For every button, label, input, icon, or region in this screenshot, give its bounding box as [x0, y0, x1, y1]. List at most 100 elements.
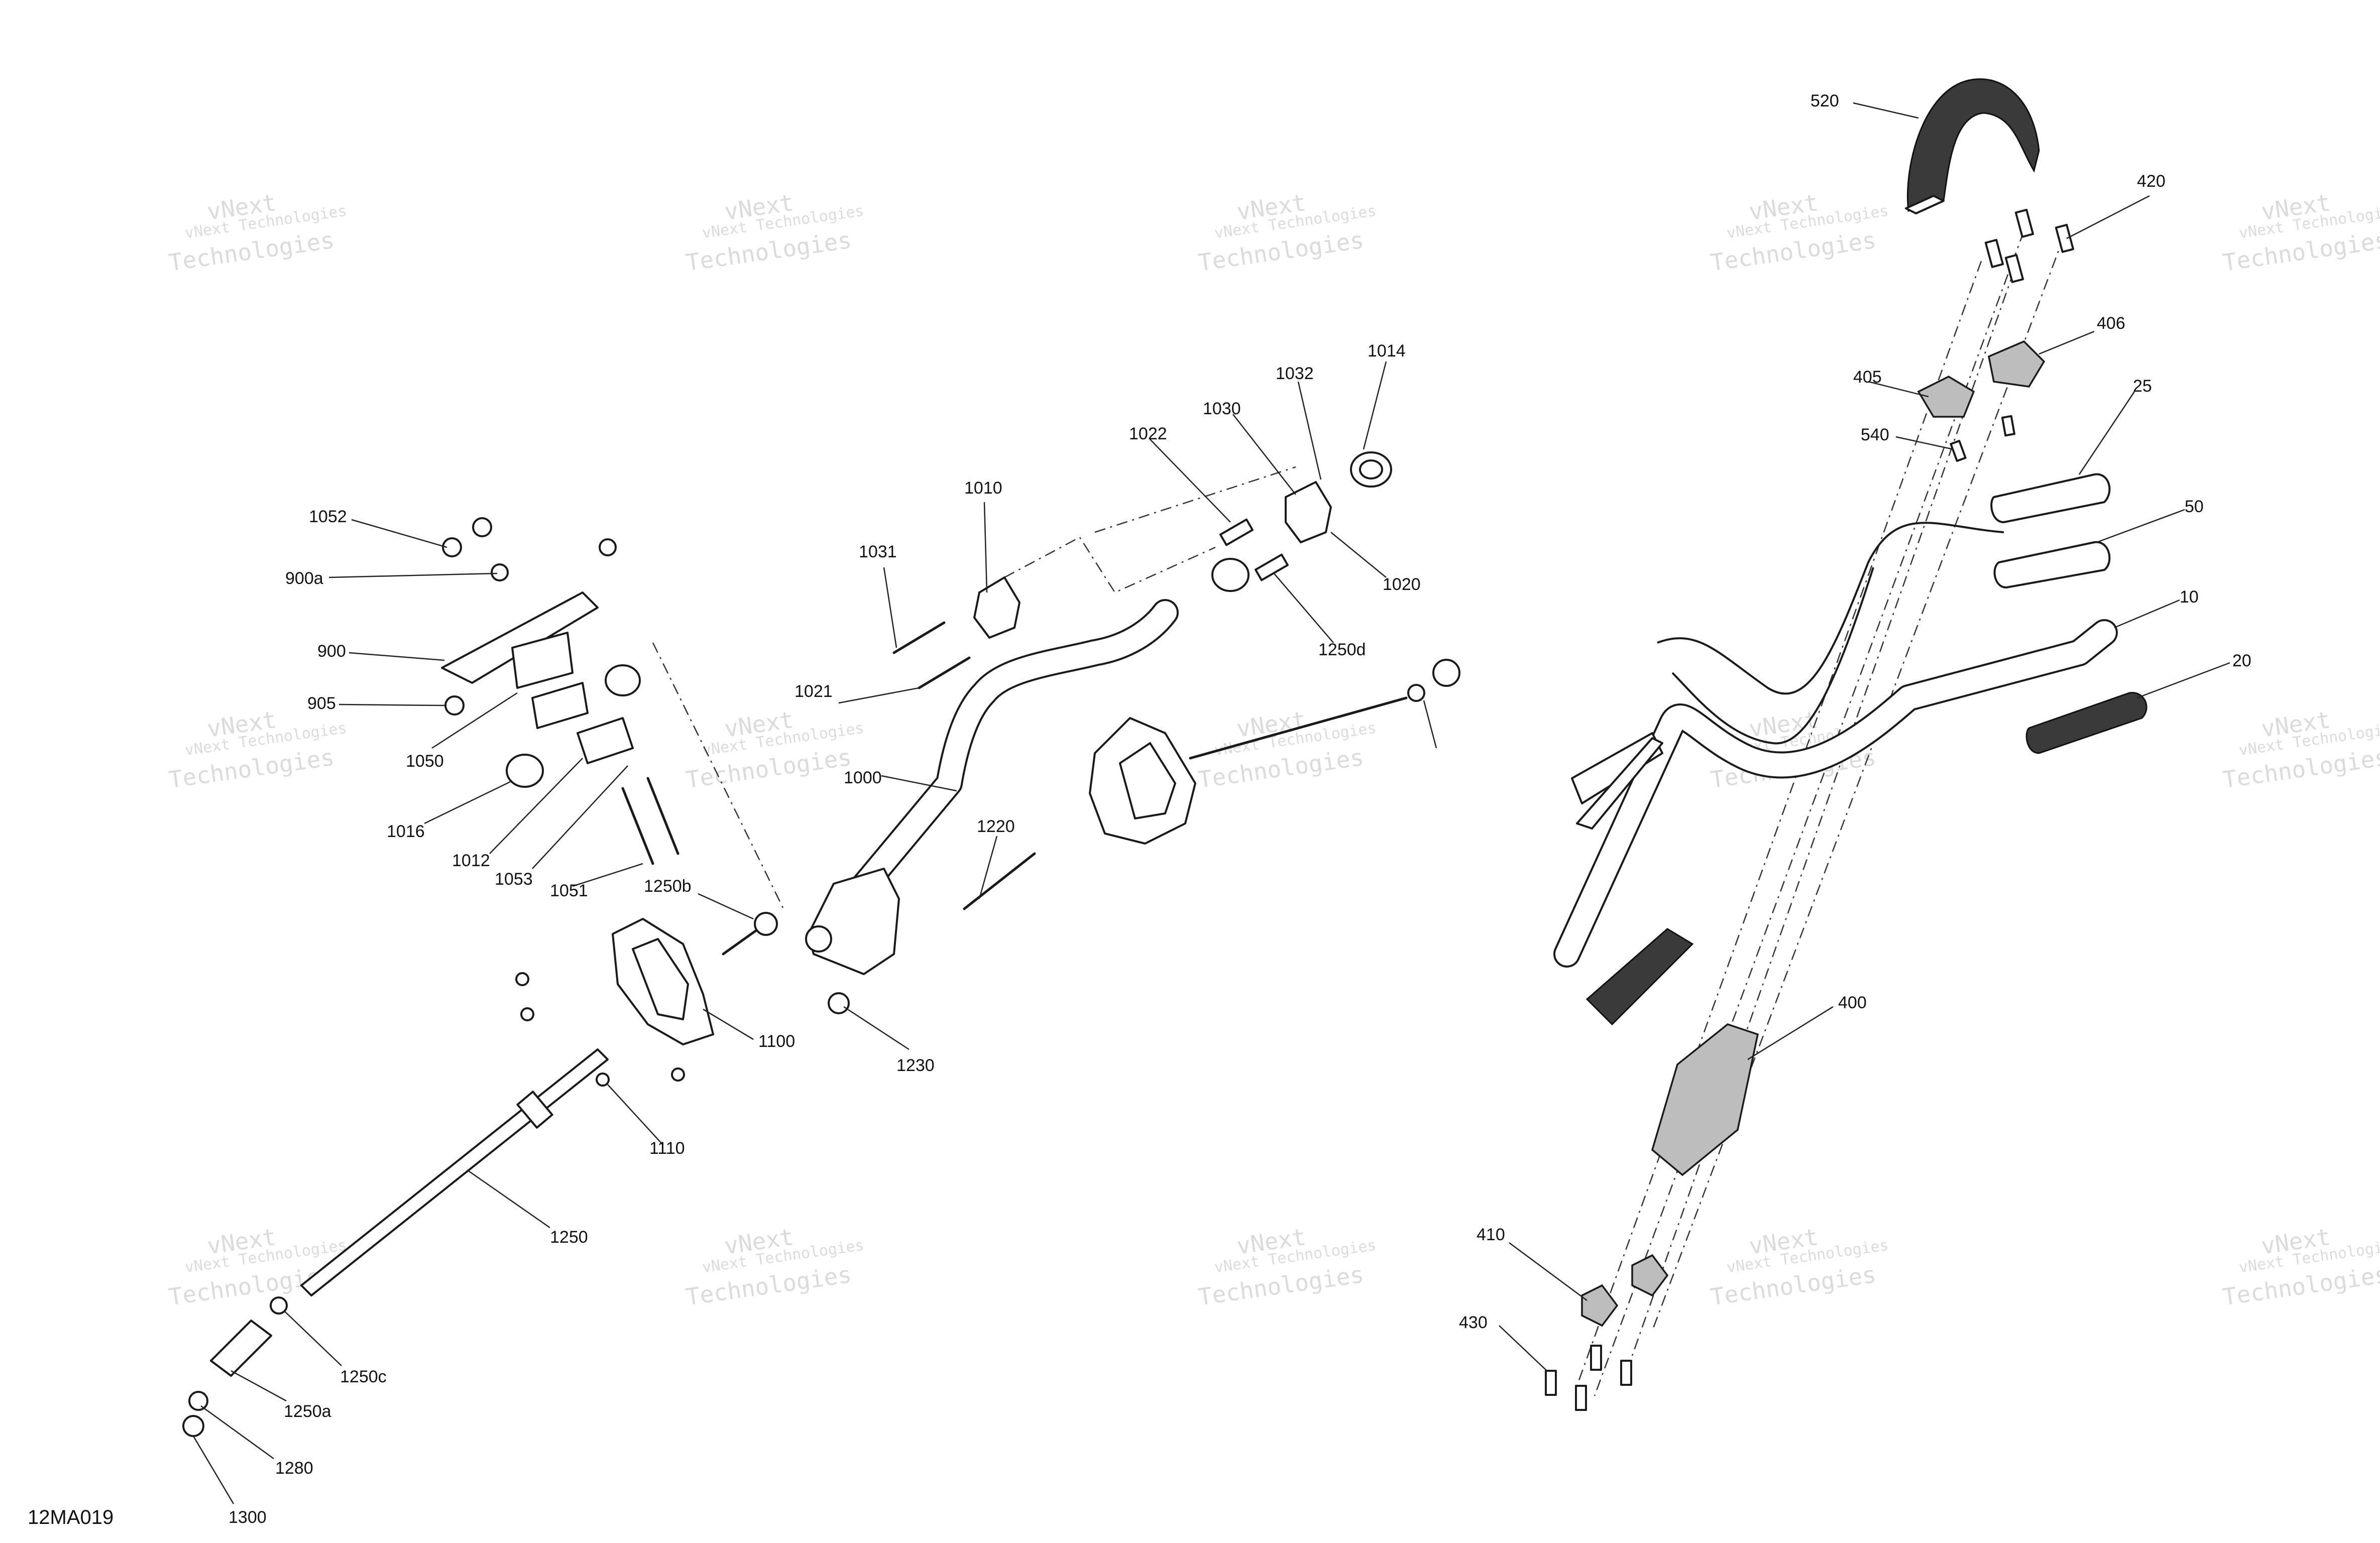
- watermark-tile: vNext Technologies vNext Technologies: [684, 706, 865, 793]
- cover-1100-inner: [632, 938, 689, 1020]
- callout-1012: 1012: [452, 851, 490, 870]
- watermark-tile: vNext Technologies vNext Technologies: [1196, 1223, 1377, 1311]
- washer-1230: [828, 992, 850, 1014]
- callout-1280: 1280: [275, 1459, 313, 1478]
- bolt-1051: [646, 777, 679, 855]
- bearing-block-1050: [511, 632, 574, 689]
- lower-clamp-410: [1631, 1254, 1669, 1297]
- leader-1051: [572, 863, 643, 887]
- bolt-1021: [918, 656, 971, 689]
- bolt-900a: [491, 563, 509, 581]
- screw: [2001, 415, 2015, 437]
- nut-905: [444, 695, 465, 716]
- screw: [2004, 254, 2024, 283]
- leader-430: [1499, 1325, 1547, 1371]
- nut-1250c: [270, 1296, 288, 1315]
- lower-clamp-410: [1581, 1284, 1619, 1327]
- screw-1110: [671, 1067, 685, 1082]
- pin-1030: [1219, 518, 1254, 546]
- ring-1020: [1211, 558, 1250, 592]
- callout-1250c: 1250c: [340, 1367, 387, 1386]
- leader-900a: [328, 572, 498, 578]
- callout-1030: 1022: [1129, 424, 1167, 443]
- callout-1250b: 1250b: [644, 877, 692, 896]
- screw-430: [1590, 1345, 1602, 1371]
- seal-1016: [605, 664, 641, 696]
- leader-1300: [192, 1436, 235, 1504]
- leader-1250a: [231, 1370, 287, 1402]
- bolt: [599, 538, 617, 556]
- bushing-1010: [1285, 481, 1332, 543]
- leader-520: [1853, 102, 1919, 119]
- leader-lines: [192, 102, 2230, 1504]
- leader-1032: [1297, 381, 1322, 480]
- callout-520: 520: [1810, 91, 1839, 110]
- handlebar-riser-400: [1651, 1023, 1759, 1176]
- seal-1016: [506, 754, 544, 788]
- washer-1280: [188, 1391, 208, 1411]
- callout-1021: 1021: [795, 682, 833, 701]
- bracket-900: [441, 591, 599, 684]
- callout-1032: 1032: [1276, 364, 1314, 383]
- grip-20-left: [1585, 928, 1694, 1026]
- leader-1250d: [1423, 700, 1437, 749]
- watermark-tile: vNext Technologies vNext Technologies: [1196, 189, 1377, 276]
- leader-406: [2038, 330, 2095, 355]
- grip-sleeve: [1576, 737, 1663, 829]
- nut-1250d: [1407, 684, 1425, 702]
- bearing-block-1050: [531, 682, 589, 729]
- callout-1050: 1050: [406, 752, 444, 771]
- shaft-1250-collar: [516, 1091, 553, 1129]
- leader-1022: [1330, 532, 1387, 578]
- watermark-tile: vNext Technologies vNext Technologies: [684, 1223, 865, 1311]
- bushing-1010: [973, 576, 1021, 639]
- callout-1110: 1110: [649, 1139, 685, 1158]
- leader-1050: [431, 692, 518, 749]
- watermark-tile: vNext Technologies vNext Technologies: [1196, 706, 1377, 793]
- watermark-tile: vNext Technologies vNext Technologies: [684, 189, 865, 276]
- leader-540: [1895, 436, 1954, 450]
- tie-rod-1250b: [722, 927, 760, 956]
- leader-1250b: [698, 893, 754, 920]
- handlebar-pad-face: [1905, 195, 1945, 214]
- assembly-line: [652, 642, 784, 909]
- pin-1020: [1255, 553, 1289, 581]
- callout-400: 400: [1838, 993, 1867, 1012]
- callout-20: 20: [2232, 651, 2251, 670]
- callout-1100: 1100: [758, 1032, 795, 1051]
- callout-406: 406: [2097, 314, 2125, 333]
- callout-1220: 1220: [977, 817, 1015, 836]
- leader-405: [1868, 381, 1929, 398]
- leader-400: [1747, 1006, 1834, 1060]
- grip-sleeve-25: [1990, 473, 2111, 523]
- assembly-line: [1094, 466, 1296, 533]
- screw: [1984, 239, 2004, 268]
- callout-1250: 1250: [550, 1228, 588, 1247]
- leader-900: [349, 652, 445, 661]
- leader-1010-right: [1232, 414, 1296, 495]
- screw: [2014, 208, 2034, 238]
- nut-1052: [442, 537, 462, 557]
- watermark-tile: vNext Technologies vNext Technologies: [2221, 706, 2380, 793]
- nut-1052: [472, 517, 492, 537]
- callout-25: 25: [2133, 377, 2152, 396]
- callout-1014: 1014: [1368, 341, 1406, 361]
- watermark-tile: vNext Technologies vNext Technologies: [2221, 1223, 2380, 1311]
- assembly-line: [1004, 536, 1216, 594]
- grip-20-right: [2025, 692, 2147, 754]
- callout-1010-right: 1030: [1203, 399, 1241, 418]
- screw-1110: [520, 1007, 534, 1021]
- callout-900: 900: [317, 642, 346, 661]
- screw-1110: [596, 1073, 610, 1087]
- assembly-line: [1651, 235, 2065, 1331]
- callout-905: 905: [307, 694, 336, 713]
- callout-900a: 900a: [285, 569, 323, 588]
- steering-arm-bottom: [808, 868, 900, 975]
- lower-steering-assembly: [182, 517, 784, 1437]
- callout-1230: 1230: [896, 1056, 935, 1075]
- screw-1110: [515, 972, 529, 986]
- watermark-tile: vNext Technologies vNext Technologies: [1709, 1223, 1889, 1311]
- callout-430: 430: [1459, 1313, 1488, 1332]
- leader-1053: [532, 765, 628, 869]
- watermark-tile: vNext Technologies vNext Technologies: [2221, 189, 2380, 276]
